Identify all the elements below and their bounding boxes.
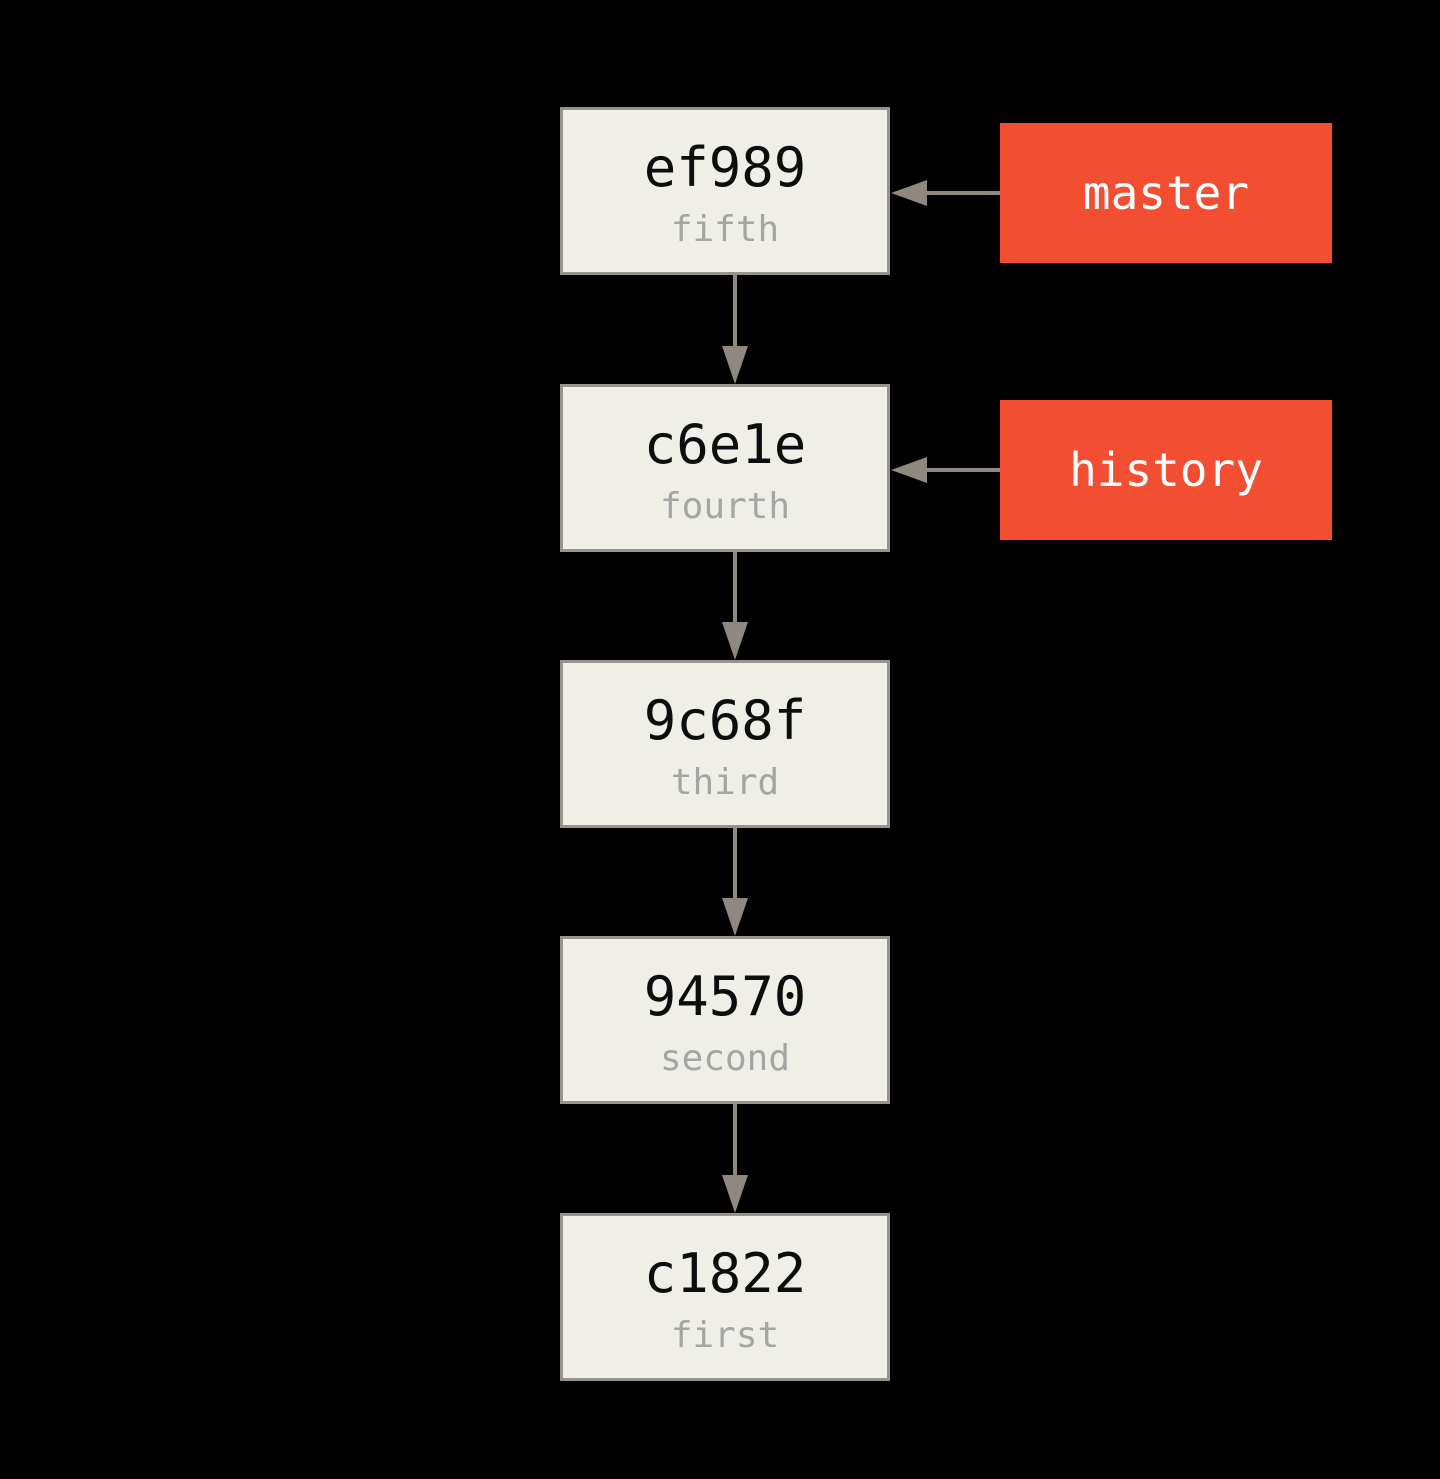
- commit-message: third: [670, 762, 780, 804]
- commit-hash: c6e1e: [643, 412, 807, 476]
- commit-node-94570: 94570 second: [560, 936, 890, 1104]
- commit-edge-arrow-ef989-c6e1e: [722, 275, 748, 384]
- branch-label-history: history: [1000, 400, 1332, 540]
- branch-name: master: [1082, 166, 1250, 220]
- commit-hash: ef989: [643, 135, 807, 199]
- commit-message: second: [659, 1038, 791, 1080]
- arrow-line: [733, 275, 737, 348]
- commit-edge-arrow-9c68f-94570: [722, 828, 748, 936]
- commit-message: fifth: [670, 209, 780, 251]
- commit-node-c1822: c1822 first: [560, 1213, 890, 1381]
- commit-node-c6e1e: c6e1e fourth: [560, 384, 890, 552]
- commit-edge-arrow-94570-c1822: [722, 1104, 748, 1213]
- arrow-line: [733, 1104, 737, 1177]
- arrow-line: [925, 191, 1000, 195]
- commit-edge-arrow-c6e1e-9c68f: [722, 552, 748, 660]
- arrowhead-down-icon: [722, 898, 748, 936]
- arrowhead-left-icon: [891, 457, 927, 483]
- branch-pointer-arrow-history: [891, 457, 1000, 483]
- commit-hash: 9c68f: [643, 688, 807, 752]
- commit-message: first: [670, 1315, 780, 1357]
- commit-hash: 94570: [643, 964, 807, 1028]
- arrow-line: [925, 468, 1000, 472]
- commit-message: fourth: [659, 486, 791, 528]
- branch-pointer-arrow-master: [891, 180, 1000, 206]
- arrow-line: [733, 552, 737, 624]
- commit-node-9c68f: 9c68f third: [560, 660, 890, 828]
- arrow-line: [733, 828, 737, 900]
- branch-label-master: master: [1000, 123, 1332, 263]
- commit-node-ef989: ef989 fifth: [560, 107, 890, 275]
- branch-name: history: [1069, 443, 1263, 497]
- commit-hash: c1822: [643, 1241, 807, 1305]
- arrowhead-left-icon: [891, 180, 927, 206]
- arrowhead-down-icon: [722, 622, 748, 660]
- arrowhead-down-icon: [722, 346, 748, 384]
- arrowhead-down-icon: [722, 1175, 748, 1213]
